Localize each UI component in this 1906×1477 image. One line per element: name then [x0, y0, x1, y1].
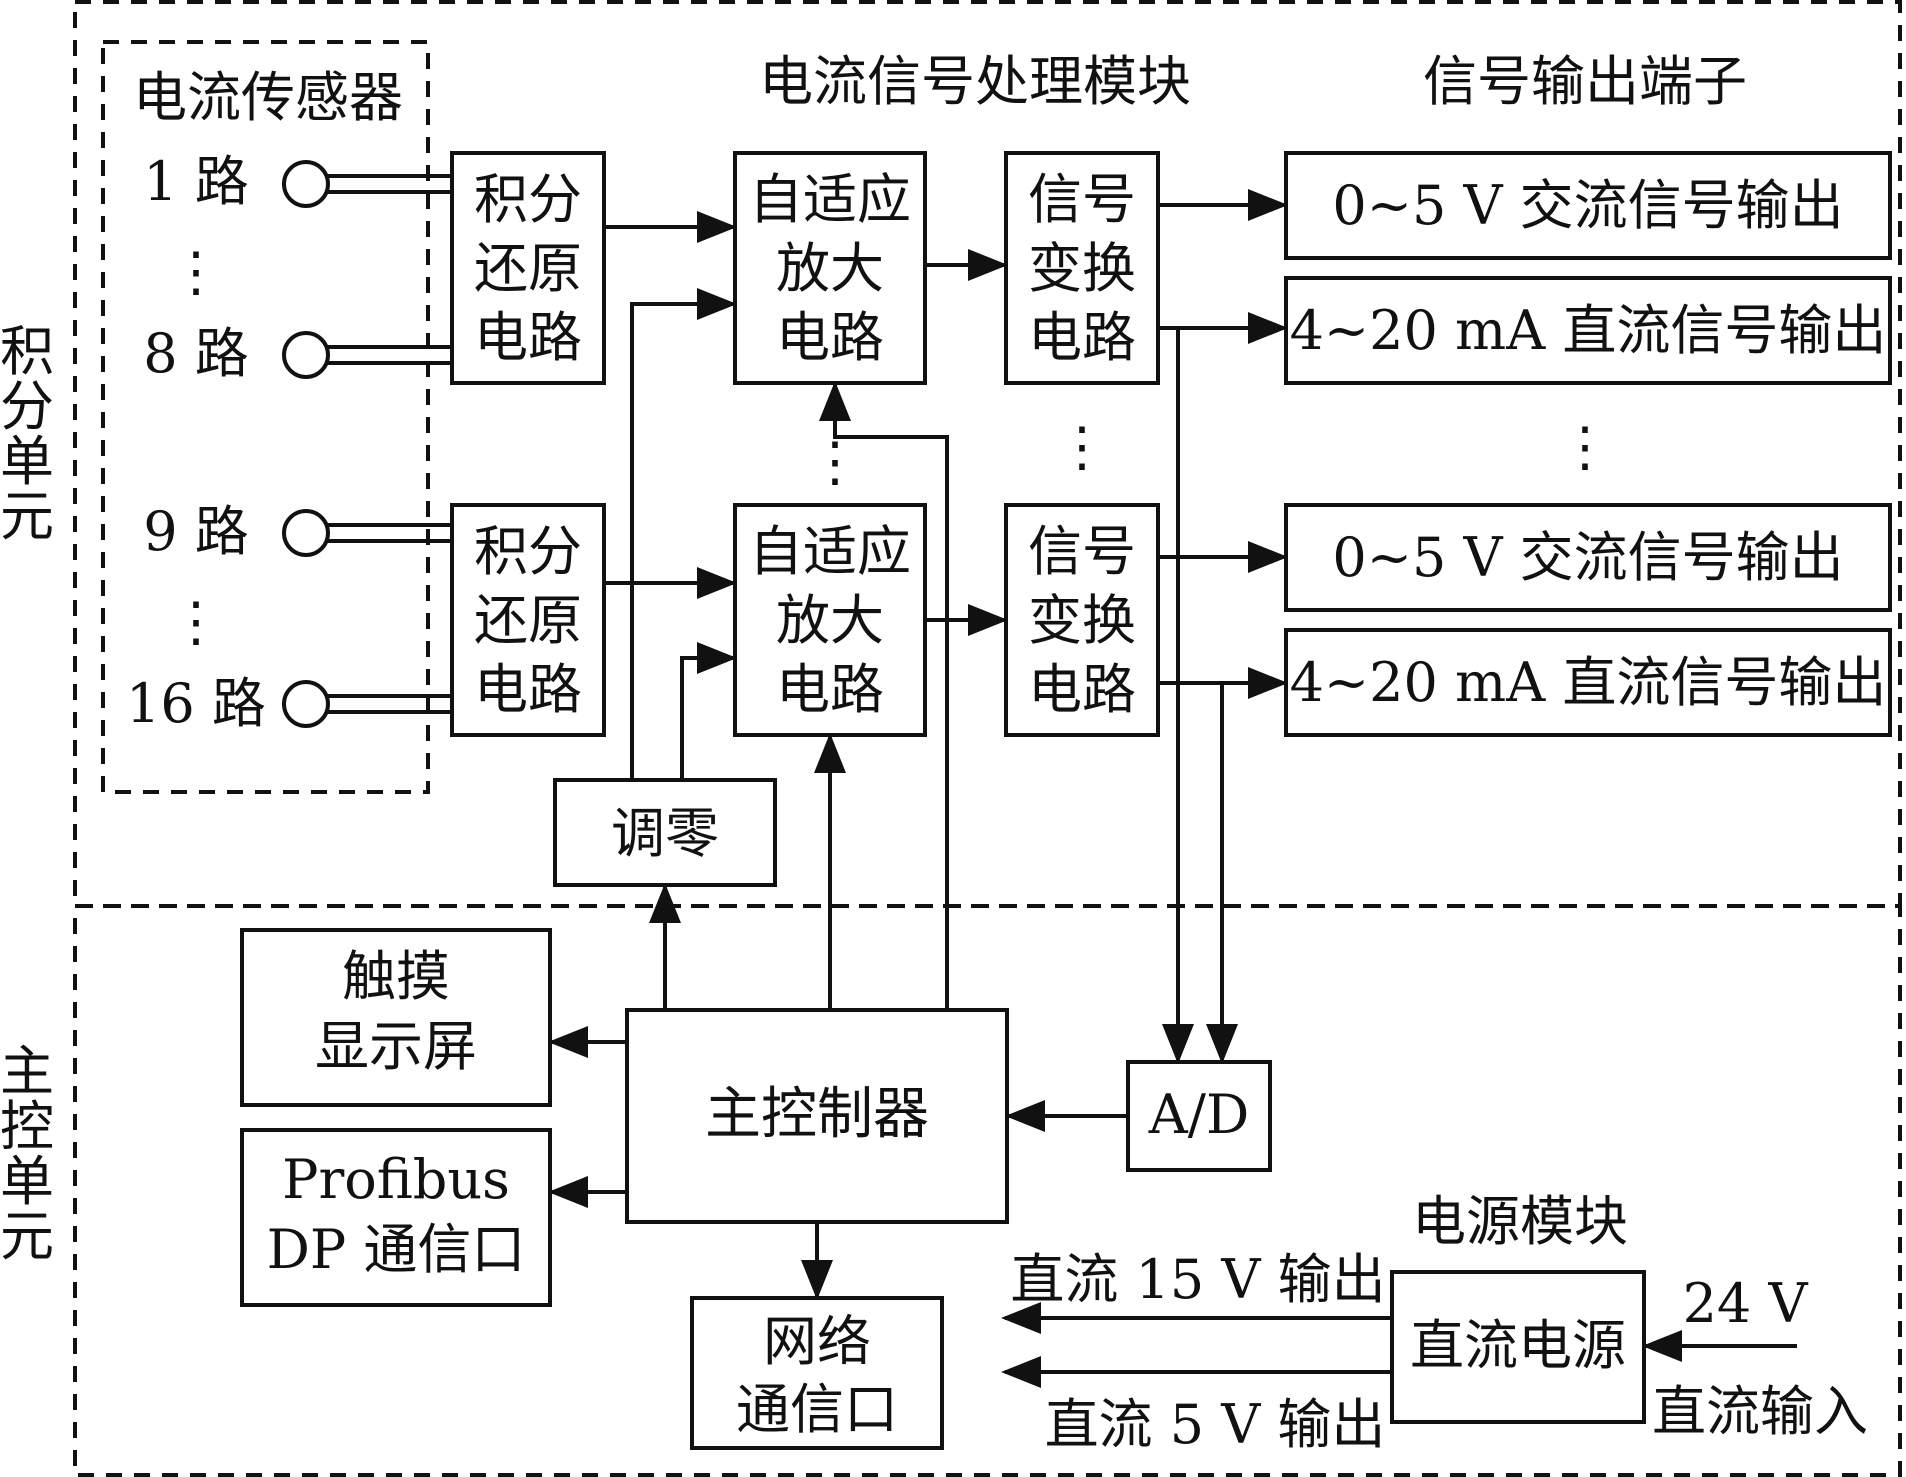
terminal-16: [282, 680, 330, 728]
main-unit-label: 主 控 单 元: [0, 1040, 54, 1268]
output-header: 信号输出端子: [1423, 50, 1747, 113]
main-unit-char-1: 主: [0, 1040, 54, 1103]
integral-restore-top-line-1: 积分: [474, 168, 582, 231]
integral-unit-label: 积 分 单 元: [0, 320, 54, 548]
integral-restore-circuit-bottom: [450, 503, 606, 737]
channel-9-label: 9 路: [143, 500, 249, 563]
profibus-block: [240, 1128, 552, 1307]
adc-label: A/D: [1148, 1083, 1250, 1146]
signal-convert-bottom-line-3: 电路: [1028, 658, 1136, 721]
network-line-1: 网络: [763, 1310, 871, 1373]
touch-screen-block: [240, 928, 552, 1107]
integral-unit-char-4: 元: [0, 485, 54, 548]
main-unit-frame: [73, 904, 1902, 1477]
integral-unit-frame: [73, 0, 1902, 908]
output-dc-top-label: 4~20 mA 直流信号输出: [1290, 299, 1887, 362]
terminal-9: [282, 509, 330, 557]
integral-unit-char-3: 单: [0, 430, 54, 493]
adaptive-amp-bottom-line-2: 放大: [776, 589, 884, 652]
sensor-wires: [318, 174, 452, 714]
touch-screen-line-1: 触摸: [342, 945, 450, 1008]
output-dc-bottom: [1284, 628, 1892, 737]
integral-restore-bottom-line-2: 还原: [474, 589, 582, 652]
ellipsis-channels-bottom: ⋮: [169, 590, 223, 653]
integral-restore-top-line-2: 还原: [474, 237, 582, 300]
ellipsis-channels-top: ⋮: [169, 240, 223, 303]
output-ac-bottom: [1284, 503, 1892, 612]
profibus-line-2: DP 通信口: [267, 1218, 526, 1281]
main-unit-char-3: 单: [0, 1150, 54, 1213]
profibus-line-1: Profibus: [282, 1148, 510, 1211]
power-out-5v-label: 直流 5 V 输出: [1045, 1393, 1386, 1456]
zero-adjust-block: [553, 778, 777, 887]
signal-convert-bottom-line-1: 信号: [1028, 520, 1136, 583]
sensor-group-frame: [101, 40, 430, 794]
integral-unit-char-1: 积: [0, 320, 54, 383]
touch-screen-line-2: 显示屏: [315, 1015, 477, 1078]
channel-1-label: 1 路: [143, 150, 249, 213]
main-unit-char-2: 控: [0, 1095, 54, 1158]
dc-power-label: 直流电源: [1410, 1314, 1626, 1377]
dc-power-block: [1390, 1270, 1646, 1424]
integral-restore-bottom-line-1: 积分: [474, 520, 582, 583]
zero-adjust-label: 调零: [611, 802, 719, 865]
adaptive-amp-top-line-1: 自适应: [749, 168, 911, 231]
adaptive-amp-top-line-2: 放大: [776, 237, 884, 300]
terminal-1: [282, 160, 330, 208]
output-ac-bottom-label: 0~5 V 交流信号输出: [1332, 526, 1843, 589]
ellipsis-amp: ⋮: [808, 430, 862, 493]
power-in-voltage-label: 24 V: [1683, 1272, 1809, 1335]
terminal-8: [282, 331, 330, 379]
signal-convert-top-line-1: 信号: [1028, 168, 1136, 231]
adaptive-amp-circuit-top: [733, 151, 927, 385]
integral-unit-char-2: 分: [0, 375, 54, 438]
channel-8-label: 8 路: [143, 322, 249, 385]
adaptive-amp-top-line-3: 电路: [776, 306, 884, 369]
signal-convert-circuit-bottom: [1004, 503, 1160, 737]
signal-convert-top-line-3: 电路: [1028, 306, 1136, 369]
power-out-15v-label: 直流 15 V 输出: [1010, 1248, 1385, 1311]
power-module-header: 电源模块: [1412, 1190, 1628, 1253]
signal-convert-bottom-line-2: 变换: [1028, 589, 1136, 652]
output-ac-top-label: 0~5 V 交流信号输出: [1332, 174, 1843, 237]
output-dc-bottom-label: 4~20 mA 直流信号输出: [1290, 651, 1887, 714]
adaptive-amp-bottom-line-1: 自适应: [749, 520, 911, 583]
channel-16-label: 16 路: [126, 672, 266, 735]
power-in-label: 直流输入: [1652, 1380, 1868, 1443]
ellipsis-convert: ⋮: [1055, 415, 1109, 478]
sensor-header: 电流传感器: [133, 66, 403, 129]
main-controller-label: 主控制器: [705, 1082, 929, 1147]
adaptive-amp-bottom-line-3: 电路: [776, 658, 884, 721]
signal-convert-top-line-2: 变换: [1028, 237, 1136, 300]
output-dc-top: [1284, 276, 1892, 385]
processing-header: 电流信号处理模块: [759, 50, 1191, 113]
adaptive-amp-circuit-bottom: [733, 503, 927, 737]
network-block: [690, 1296, 944, 1450]
network-line-2: 通信口: [736, 1378, 898, 1441]
signal-connections: [548, 189, 1797, 1388]
integral-restore-bottom-line-3: 电路: [474, 658, 582, 721]
integral-restore-top-line-3: 电路: [474, 306, 582, 369]
integral-restore-circuit-top: [450, 151, 606, 385]
main-unit-char-4: 元: [0, 1205, 54, 1268]
ellipsis-outputs: ⋮: [1558, 415, 1612, 478]
